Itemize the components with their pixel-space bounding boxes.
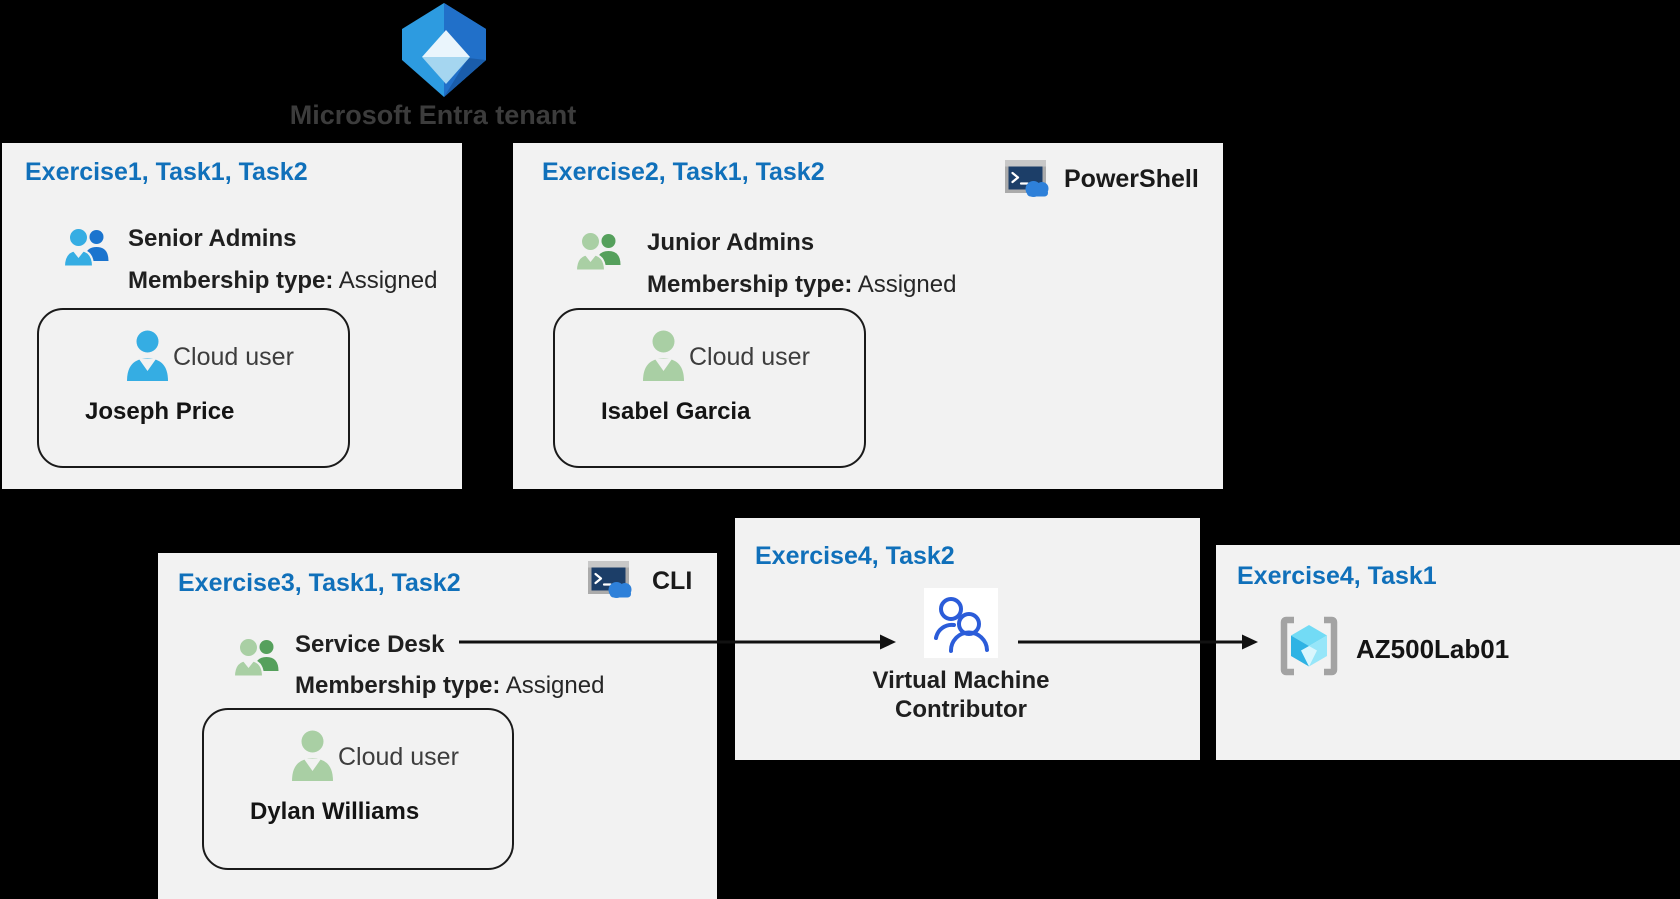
powershell-icon: [1005, 160, 1049, 200]
exercise2-box: Exercise2, Task1, Task2 PowerShell: [513, 143, 1223, 489]
exercise3-header: Exercise3, Task1, Task2: [178, 569, 461, 597]
user-name: Dylan Williams: [250, 798, 420, 825]
users-group-icon: [233, 635, 281, 681]
user-type-label: Cloud user: [689, 343, 810, 371]
cloud-user-icon: [641, 330, 686, 382]
group-name: Junior Admins: [647, 229, 815, 256]
user-card: Cloud user Dylan Williams: [202, 708, 514, 870]
cli-label: CLI: [652, 567, 693, 595]
entra-logo-icon: [388, 2, 492, 98]
membership-type: Membership type: Assigned: [647, 271, 956, 299]
membership-type-label: Membership type:: [647, 271, 853, 298]
entra-tenant-label: Microsoft Entra tenant: [289, 100, 577, 130]
exercise1-box: Exercise1, Task1, Task2 Senior Admins Me…: [2, 143, 462, 489]
role-name: Virtual Machine Contributor: [872, 667, 1050, 723]
user-card: Cloud user Joseph Price: [37, 308, 350, 468]
membership-type: Membership type: Assigned: [128, 267, 437, 295]
exercise4-task2-header: Exercise4, Task2: [755, 542, 955, 570]
group-name: Senior Admins: [128, 225, 297, 252]
cli-icon: [588, 561, 632, 601]
exercise4-task1-box: Exercise4, Task1 AZ500Lab01: [1216, 545, 1680, 760]
cloud-user-icon: [290, 730, 335, 782]
cloud-user-icon: [125, 330, 170, 382]
exercise3-box: Exercise3, Task1, Task2 CLI: [158, 553, 717, 899]
membership-type-label: Membership type:: [295, 672, 501, 699]
users-group-icon: [575, 229, 623, 275]
membership-type-value: Assigned: [857, 271, 957, 298]
user-type-label: Cloud user: [338, 743, 459, 771]
powershell-label: PowerShell: [1064, 165, 1199, 193]
user-name: Joseph Price: [85, 398, 235, 425]
group-name: Service Desk: [295, 631, 445, 658]
exercise4-task2-box: Exercise4, Task2 Virtual Machine Contrib…: [735, 518, 1200, 760]
vm-contributor-role-icon: [924, 588, 998, 658]
resource-group-icon: [1277, 615, 1341, 677]
user-name: Isabel Garcia: [601, 398, 751, 425]
user-card: Cloud user Isabel Garcia: [553, 308, 866, 468]
exercise4-task1-header: Exercise4, Task1: [1237, 562, 1437, 590]
users-group-icon: [63, 225, 111, 271]
user-type-label: Cloud user: [173, 343, 294, 371]
resource-name: AZ500Lab01: [1356, 634, 1510, 664]
membership-type-value: Assigned: [338, 267, 438, 294]
membership-type: Membership type: Assigned: [295, 672, 604, 700]
exercise1-header: Exercise1, Task1, Task2: [25, 158, 308, 186]
membership-type-value: Assigned: [505, 672, 605, 699]
exercise2-header: Exercise2, Task1, Task2: [542, 158, 825, 186]
membership-type-label: Membership type:: [128, 267, 334, 294]
